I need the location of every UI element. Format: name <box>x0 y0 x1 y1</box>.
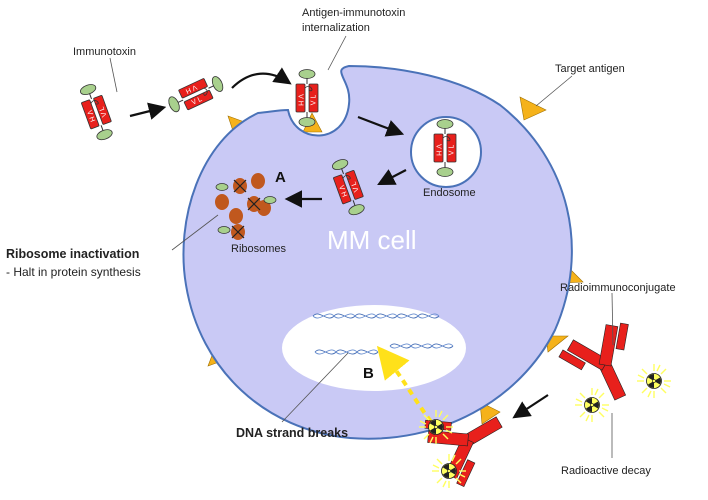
label-radioimmunoconjugate: Radioimmunoconjugate <box>560 282 676 294</box>
marker-b: B <box>363 365 374 382</box>
label-ribosome-inactivation: Ribosome inactivation <box>6 247 139 261</box>
label-halt-protein: - Halt in protein synthesis <box>6 265 141 279</box>
leader-lines <box>109 35 614 458</box>
nucleus <box>282 305 466 391</box>
marker-a: A <box>275 169 286 186</box>
process-arrows <box>129 67 549 419</box>
dna-strand-icon <box>312 313 454 355</box>
label-endosome: Endosome <box>423 187 476 199</box>
label-dna-breaks: DNA strand breaks <box>236 426 348 440</box>
label-radioactive-decay: Radioactive decay <box>561 465 651 477</box>
label-immunotoxin: Immunotoxin <box>73 46 136 58</box>
label-mm-cell: MM cell <box>327 225 417 255</box>
label-internalization-2: internalization <box>302 22 370 34</box>
label-target-antigen: Target antigen <box>555 63 625 75</box>
radiation-path-arrow <box>376 345 440 432</box>
label-ribosomes: Ribosomes <box>231 243 287 255</box>
endosome <box>410 116 482 188</box>
ribosome-icon <box>215 173 277 240</box>
label-internalization-1: Antigen-immunotoxin <box>302 7 405 19</box>
